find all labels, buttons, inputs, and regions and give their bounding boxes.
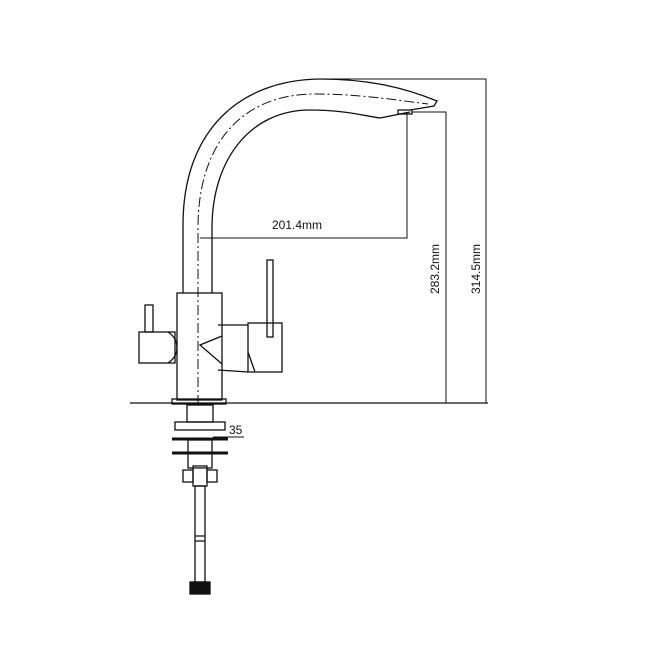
right-handle-box [247, 322, 283, 373]
reach-label: 201.4mm [272, 218, 323, 232]
outlet-height-label: 283.2mm [428, 243, 442, 295]
hex-nut-right [206, 469, 218, 483]
mount-thickness-label: 35 [229, 423, 243, 437]
shank [186, 404, 214, 423]
spout-centerline [197, 93, 429, 405]
right-handle-inner [247, 351, 256, 373]
spout-outer [182, 78, 438, 293]
right-connector [198, 324, 249, 373]
left-handle-stem [144, 304, 154, 333]
right-handle-lever [266, 259, 274, 338]
hose-fitting [189, 581, 211, 595]
total-height-dimension-line [320, 78, 487, 403]
threaded-rod [187, 439, 213, 469]
outlet-height-dimension-line [412, 111, 447, 403]
hex-nut-center [192, 465, 208, 487]
body [176, 292, 223, 401]
left-handle-curve [167, 331, 178, 364]
spout-inner [211, 109, 411, 293]
total-height-label: 314.5mm [469, 243, 483, 295]
hose [194, 485, 206, 583]
reach-dimension-line [200, 112, 408, 239]
left-handle-box [138, 331, 176, 364]
hose-joint [195, 535, 205, 542]
hex-nut-left [182, 469, 194, 483]
mount-nut-plate [174, 421, 226, 431]
base-plate [171, 398, 227, 405]
